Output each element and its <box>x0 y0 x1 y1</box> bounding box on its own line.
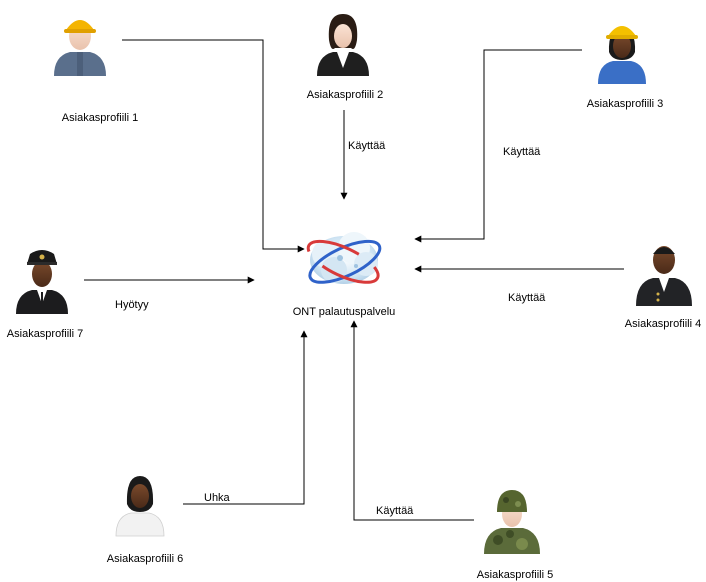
officer-icon <box>636 246 692 306</box>
profile-label-5: Asiakasprofiili 5 <box>476 569 554 581</box>
edge-label-p4: Käyttää <box>508 292 546 304</box>
edge-p1 <box>122 39 305 253</box>
woman-icon <box>115 476 165 537</box>
businesswoman-icon <box>317 14 369 76</box>
edge-label-p5: Käyttää <box>376 505 414 517</box>
profile-label-4: Asiakasprofiili 4 <box>624 318 702 330</box>
construction-worker-icon <box>54 20 106 76</box>
profile-label-3: Asiakasprofiili 3 <box>586 98 664 110</box>
edge-p3 <box>414 49 582 243</box>
profile-label-2: Asiakasprofiili 2 <box>306 89 384 101</box>
profile-label-1: Asiakasprofiili 1 <box>61 112 139 124</box>
profile-label-6: Asiakasprofiili 6 <box>106 553 184 565</box>
service-label: ONT palautuspalvelu <box>292 306 396 318</box>
edge-label-p2: Käyttää <box>348 140 386 152</box>
female-construction-worker-icon <box>598 26 646 84</box>
edge-p6 <box>183 330 308 505</box>
edge-label-p7: Hyötyy <box>115 299 149 311</box>
edge-label-p3: Käyttää <box>503 146 541 158</box>
cloud-network-icon <box>306 232 382 284</box>
connectors <box>84 39 624 521</box>
soldier-icon <box>484 490 540 554</box>
profile-label-7: Asiakasprofiili 7 <box>6 328 84 340</box>
pilot-icon <box>16 250 68 314</box>
edge-label-p6: Uhka <box>204 492 230 504</box>
edge-p5 <box>350 320 474 521</box>
